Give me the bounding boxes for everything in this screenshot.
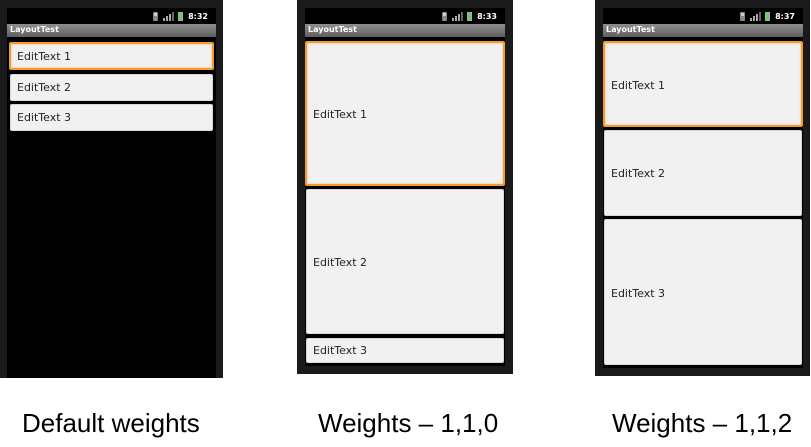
signal-icon: [163, 11, 175, 21]
edittext-2[interactable]: EditText 2: [604, 130, 802, 216]
usb-icon: [740, 11, 746, 21]
edittext-3-value: EditText 3: [313, 344, 368, 357]
edittext-2[interactable]: EditText 2: [10, 74, 213, 101]
status-bar: 8:33: [305, 8, 505, 24]
edittext-1-value: EditText 1: [611, 79, 666, 92]
edittext-2-value: EditText 2: [17, 81, 72, 94]
status-time: 8:37: [775, 11, 795, 21]
caption-weights-112: Weights – 1,1,2: [612, 408, 793, 438]
edittext-2-value: EditText 2: [313, 256, 368, 269]
battery-icon: [467, 11, 473, 21]
signal-icon: [452, 11, 464, 21]
battery-icon: [765, 11, 771, 21]
status-time: 8:32: [188, 11, 208, 21]
edittext-1-value: EditText 1: [17, 50, 72, 63]
app-title: LayoutTest: [10, 25, 59, 34]
phone-screen: 8:33 LayoutTest EditText 1 EditText 2 Ed…: [305, 8, 505, 366]
edittext-1-value: EditText 1: [313, 108, 368, 121]
phone-screen: 8:32 LayoutTest EditText 1 EditText 2 Ed…: [7, 8, 216, 378]
app-titlebar: LayoutTest: [7, 24, 216, 37]
app-titlebar: LayoutTest: [305, 24, 505, 37]
app-title: LayoutTest: [308, 25, 357, 34]
status-time: 8:33: [477, 11, 497, 21]
edittext-3-value: EditText 3: [17, 111, 72, 124]
edittext-3[interactable]: EditText 3: [604, 219, 802, 365]
phone-screenshot-weights-112: 8:37 LayoutTest EditText 1 EditText 2 Ed…: [595, 0, 810, 376]
app-title: LayoutTest: [606, 25, 655, 34]
status-bar: 8:37: [603, 8, 803, 24]
battery-icon: [178, 11, 184, 21]
edittext-1[interactable]: EditText 1: [9, 42, 214, 70]
phone-screenshot-weights-110: 8:33 LayoutTest EditText 1 EditText 2 Ed…: [297, 0, 513, 374]
caption-default-weights: Default weights: [22, 408, 200, 438]
signal-icon: [750, 11, 762, 21]
edittext-2[interactable]: EditText 2: [306, 189, 504, 334]
usb-icon: [153, 11, 159, 21]
edittext-3-value: EditText 3: [611, 287, 666, 300]
status-bar: 8:32: [7, 8, 216, 24]
usb-icon: [442, 11, 448, 21]
phone-screen: 8:37 LayoutTest EditText 1 EditText 2 Ed…: [603, 8, 803, 368]
edittext-3[interactable]: EditText 3: [10, 104, 213, 131]
edittext-1[interactable]: EditText 1: [603, 41, 803, 127]
edittext-3[interactable]: EditText 3: [306, 338, 504, 363]
phone-screenshot-default: 8:32 LayoutTest EditText 1 EditText 2 Ed…: [0, 0, 223, 378]
edittext-1[interactable]: EditText 1: [305, 41, 505, 186]
edittext-2-value: EditText 2: [611, 167, 666, 180]
caption-weights-110: Weights – 1,1,0: [318, 408, 499, 438]
app-titlebar: LayoutTest: [603, 24, 803, 37]
